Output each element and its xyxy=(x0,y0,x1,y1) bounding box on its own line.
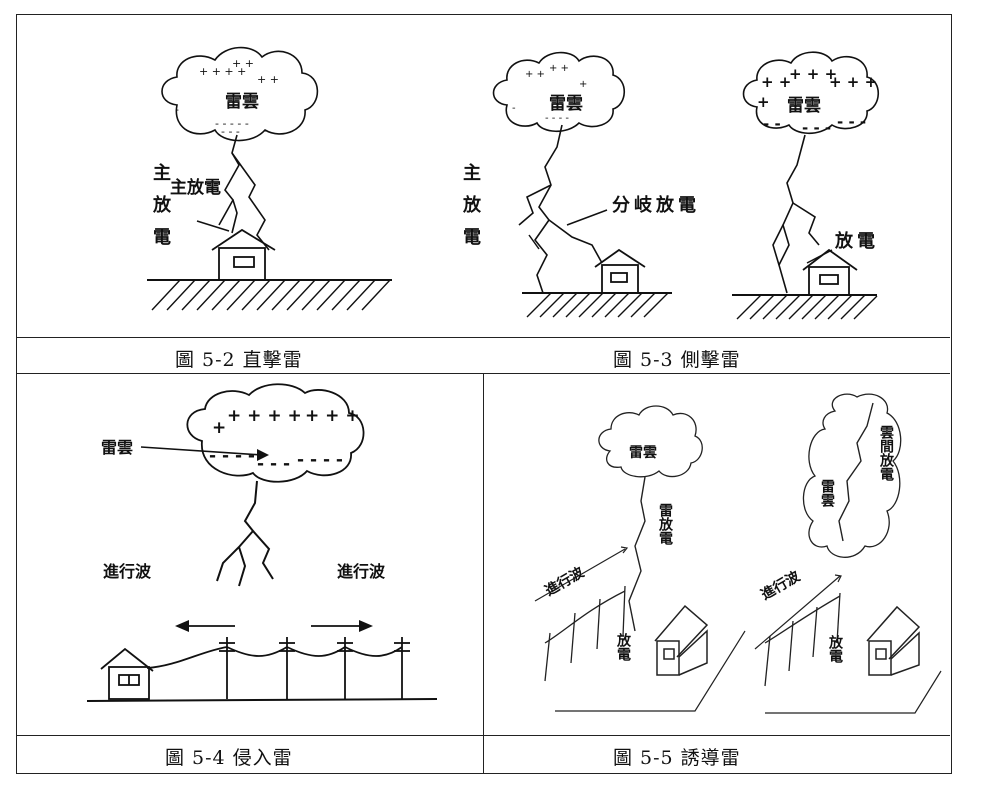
house-icon-a xyxy=(594,248,646,294)
wave-right-arrow xyxy=(311,620,373,632)
thundercloud xyxy=(186,383,365,483)
svg-text:+: + xyxy=(212,418,226,438)
thundercloud-a xyxy=(492,51,626,133)
discharge-label-vertical: 主放電 xyxy=(150,163,171,259)
wave-a-arrow xyxy=(534,546,629,602)
svg-text:主放電: 主放電 xyxy=(170,177,221,198)
svg-text:+ + +: + + + xyxy=(829,73,877,91)
svg-text:- - -: - - - xyxy=(802,119,831,137)
power-line xyxy=(146,637,410,699)
branch-discharge-label: 分岐放電 xyxy=(612,194,700,216)
svg-text:+ +: + + xyxy=(549,63,569,74)
svg-text:- - -: - - - xyxy=(221,125,240,138)
thundercloud-b xyxy=(742,51,880,135)
ground-line xyxy=(86,698,438,702)
branch-arrow xyxy=(566,209,608,226)
caption-fig-5-3: 圖 5-3 側擊雷 xyxy=(613,349,741,371)
ground-hatch xyxy=(147,279,392,311)
svg-text:+ +: + + xyxy=(525,69,545,80)
thundercloud-b xyxy=(802,393,902,558)
diagram-intrusion-lightning: ++ + + ++ + + - - - -- - -- - - - 雷雲 進行波… xyxy=(86,383,438,702)
diagram-induced-lightning: 雷雲 雷雲 xyxy=(534,393,942,714)
power-line-a xyxy=(544,585,626,682)
charge-marks: + + + ++ ++ + -- - - - -- - - xyxy=(175,57,279,138)
diagram-side-strike: + ++ ++ -- - - - 雷雲 分岐放電 + ++ + ++ + + xyxy=(492,51,880,320)
discharge-arrow xyxy=(196,220,230,232)
ground-hatch-a xyxy=(522,292,672,318)
discharge-b-label: 放電 xyxy=(827,635,843,663)
charge-marks-b: + ++ + ++ + + + - -- - -- - - xyxy=(757,65,877,137)
caption-fig-5-5: 圖 5-5 誘導雷 xyxy=(613,747,741,769)
svg-text:- - -: - - - xyxy=(257,454,290,474)
svg-text:+ + + +: + + + + xyxy=(199,65,246,78)
cloud-b-label: 雷雲 xyxy=(787,96,821,116)
house-icon xyxy=(100,647,154,700)
wave-left-arrow xyxy=(175,620,235,632)
intercloud-discharge-label: 雲間放電 xyxy=(878,425,894,481)
caption-fig-5-2: 圖 5-2 直擊雷 xyxy=(175,349,303,371)
svg-text:- - - - -: - - - - - xyxy=(215,117,249,130)
column-divider xyxy=(483,373,484,773)
svg-text:+: + xyxy=(579,79,587,90)
svg-text:- - - -: - - - - xyxy=(209,446,255,466)
svg-text:- -: - - xyxy=(763,115,781,133)
svg-text:+ +: + + xyxy=(761,73,791,91)
lightning-bolt xyxy=(218,134,270,251)
charge-marks-a: + + + + + - - - - - xyxy=(512,63,587,124)
house-icon-a xyxy=(654,604,709,676)
svg-text:-: - xyxy=(512,103,516,114)
figure-sheet: 圖 5-2 直擊雷 圖 5-3 側擊雷 圖 5-4 侵入雷 圖 5-5 誘導雷 … xyxy=(16,14,952,774)
wave-left-label: 進行波 xyxy=(103,562,152,581)
svg-text:- - - -: - - - - xyxy=(297,450,343,470)
lightning-b xyxy=(772,134,820,294)
diagram-direct-strike: + + + ++ ++ + -- - - - -- - - 雷雲 主放電 xyxy=(147,46,392,311)
cloud-pointer-arrowhead xyxy=(257,449,269,461)
svg-text:+ + + +: + + + + xyxy=(227,406,302,426)
wave-b-arrow xyxy=(754,574,842,650)
lightning-main xyxy=(518,124,603,294)
house-icon xyxy=(211,228,276,281)
cloud-pointer-line xyxy=(140,446,263,456)
svg-text:- - -: - - - xyxy=(837,113,866,131)
cloud-label: 雷雲 xyxy=(101,438,133,457)
thundercloud xyxy=(161,46,319,142)
power-line-b xyxy=(764,592,841,687)
house-icon-b xyxy=(866,605,921,676)
svg-text:-: - xyxy=(175,103,179,116)
ground-b xyxy=(765,670,942,714)
lightning-bolt xyxy=(216,480,274,587)
lightning-a xyxy=(628,476,646,632)
svg-text:+ + +: + + + xyxy=(305,406,360,426)
main-discharge-label-vertical: 主放電 xyxy=(460,163,481,259)
svg-text:+: + xyxy=(757,93,770,111)
discharge-a-label: 放電 xyxy=(615,633,631,661)
cloud-a-label: 雷雲 xyxy=(629,444,657,461)
caption-fig-5-4: 圖 5-4 侵入雷 xyxy=(165,747,293,769)
svg-text:+ +: + + xyxy=(232,57,254,70)
lightning-discharge-label: 雷放電 xyxy=(657,503,673,545)
discharge-b-label: 放電 xyxy=(834,230,879,252)
ground-a xyxy=(555,630,746,712)
main-arrow xyxy=(528,234,540,250)
ground-hatch-b xyxy=(732,294,878,320)
intercloud-lightning xyxy=(838,402,874,542)
thundercloud-a xyxy=(598,405,703,478)
charge-marks: ++ + + ++ + + - - - -- - -- - - - xyxy=(209,406,360,474)
svg-text:+ +: + + xyxy=(257,73,279,86)
discharge-label: 主放電 xyxy=(170,177,221,198)
cloud-b-label: 雷雲 xyxy=(819,478,835,508)
svg-text:+ + +: + + + xyxy=(789,65,837,83)
cloud-a-label: 雷雲 xyxy=(549,94,583,114)
cloud-label: 雷雲 xyxy=(225,92,259,112)
house-icon-b xyxy=(802,248,858,296)
svg-text:- - - -: - - - - xyxy=(545,113,569,124)
caption-divider-top xyxy=(17,337,950,338)
wave-right-label: 進行波 xyxy=(337,562,386,581)
